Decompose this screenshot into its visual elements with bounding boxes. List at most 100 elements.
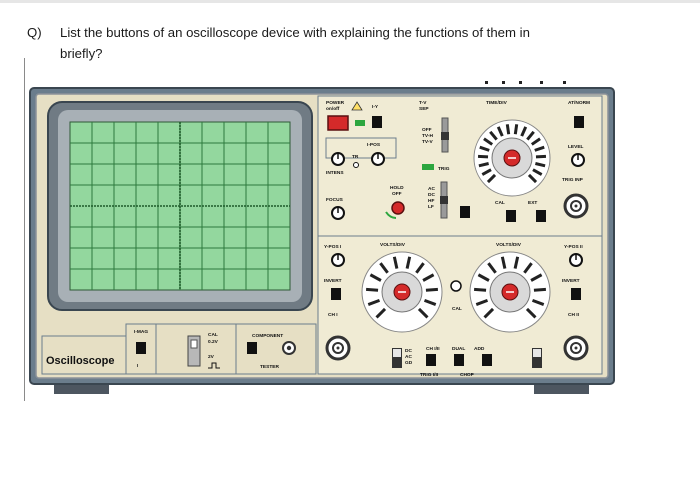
lf-label: LF	[428, 204, 434, 210]
dial-tick	[379, 262, 389, 274]
ch1-label: CH I	[328, 312, 338, 318]
off-label: OFF	[422, 127, 432, 133]
brand-label: Oscilloscope	[46, 355, 114, 367]
dial-tick	[365, 287, 379, 292]
cal-label: CAL	[495, 200, 505, 206]
ipos-label: I-POS	[367, 142, 381, 148]
dashed-mark	[485, 81, 585, 84]
tv-sep-slider[interactable]	[441, 132, 449, 140]
dial-tick	[417, 307, 429, 319]
invert1-button[interactable]	[331, 288, 341, 300]
question-text: Q)List the buttons of an oscilloscope de…	[27, 22, 667, 64]
cal2-label: CAL	[452, 306, 462, 312]
intens-label: INTENS	[326, 170, 344, 176]
cal3-label: CAL	[208, 332, 218, 338]
dial-tick	[489, 130, 498, 141]
power-label: POWER	[326, 100, 345, 106]
dial-tick	[523, 262, 533, 274]
time-cal-button[interactable]	[506, 210, 516, 222]
trig-ext-button[interactable]	[460, 206, 470, 218]
gd-ch1-label: GD	[405, 360, 413, 366]
at-norm-label: AT/NORM	[568, 100, 590, 106]
dial-tick	[483, 307, 495, 319]
trig-label: TRIG	[438, 166, 450, 172]
dial-tick	[530, 273, 543, 282]
invert2-label: INVERT	[562, 278, 580, 284]
trace-rotation-screw[interactable]	[353, 162, 359, 168]
dial-tick	[530, 137, 541, 146]
ch12-label: CH I/II	[426, 346, 440, 352]
dc-label: DC	[428, 192, 435, 198]
time-div-label: TIME/DIV	[486, 100, 508, 106]
hold-off-label: OFF	[392, 191, 402, 197]
dial-tick	[473, 287, 487, 292]
hold-off-knob[interactable]	[391, 201, 405, 215]
dial-tick	[481, 168, 492, 176]
hf-label: HF	[428, 198, 434, 204]
dial-tick	[526, 130, 535, 141]
at-norm-button[interactable]	[574, 116, 584, 128]
i-y-label: I-Y	[372, 104, 379, 110]
dial-tick	[423, 298, 437, 306]
hold-label: HOLD	[390, 185, 404, 191]
trig-i-label: TRIG I/II	[420, 372, 439, 378]
tr-label: TR	[352, 154, 359, 160]
ch2-label: CH II	[568, 312, 580, 318]
tester-label: TESTER	[260, 364, 279, 370]
dial-tick	[527, 173, 538, 184]
x10-label: I	[137, 363, 139, 369]
dial-tick	[534, 145, 545, 152]
tvh-label: TV-H	[422, 133, 433, 139]
trig-coupling-slider[interactable]	[440, 196, 448, 204]
i-y-button[interactable]	[372, 116, 382, 128]
top-border-line	[0, 0, 700, 3]
dial-tick	[415, 262, 425, 274]
dial-tick	[535, 162, 546, 168]
level-label: LEVEL	[568, 144, 584, 150]
power-button[interactable]	[327, 115, 349, 131]
dial-tick	[532, 168, 543, 176]
cal-terminal-slot	[190, 339, 198, 349]
dial-tick	[487, 262, 497, 274]
dial-tick	[505, 124, 511, 135]
gd-symbol	[450, 280, 462, 292]
trig-led	[422, 164, 434, 170]
cal-v-label: 0.2V	[208, 339, 219, 345]
dial-tick	[486, 173, 497, 184]
i-mag-label: I-MAG	[134, 329, 148, 335]
dial-tick	[422, 273, 435, 282]
ch12-button[interactable]	[426, 354, 436, 366]
time-ext-button[interactable]	[536, 210, 546, 222]
invert-label: INVERT	[324, 278, 342, 284]
ypos2-label: Y-POS II	[564, 244, 583, 250]
invert2-button[interactable]	[571, 288, 581, 300]
dial-tick	[483, 137, 494, 146]
add-label: ADD	[474, 346, 485, 352]
ch2-coupling-switch[interactable]	[532, 348, 542, 368]
component-tester-button[interactable]	[247, 342, 257, 354]
volts-div2-label: VOLTS/DIV	[496, 242, 522, 248]
ch1-coupling-switch[interactable]	[392, 348, 402, 368]
ext-label: EXT	[528, 200, 537, 206]
sep-label: SEP	[419, 106, 429, 112]
dial-tick	[425, 287, 439, 292]
i-mag-button[interactable]	[136, 342, 146, 354]
volts-div2-ticks	[473, 256, 547, 319]
dial-tick	[479, 145, 490, 152]
dual-label: DUAL	[452, 346, 465, 352]
tv-label: T-V	[419, 100, 427, 106]
square-wave-icon	[208, 362, 220, 369]
chop-label: CHOP	[460, 372, 475, 378]
question-prefix: Q)	[27, 25, 42, 40]
volts-div1-ticks	[365, 256, 439, 319]
margin-line	[24, 58, 25, 401]
component-label: COMPONENT	[252, 333, 283, 339]
dial-tick	[500, 256, 507, 269]
trig-inp-label: TRIG INP	[562, 177, 584, 183]
add-button[interactable]	[482, 354, 492, 366]
dial-tick	[533, 287, 547, 292]
dial-tick	[369, 273, 382, 282]
dual-button[interactable]	[454, 354, 464, 366]
focus-label: FOCUS	[326, 197, 344, 203]
dial-tick	[477, 273, 490, 282]
